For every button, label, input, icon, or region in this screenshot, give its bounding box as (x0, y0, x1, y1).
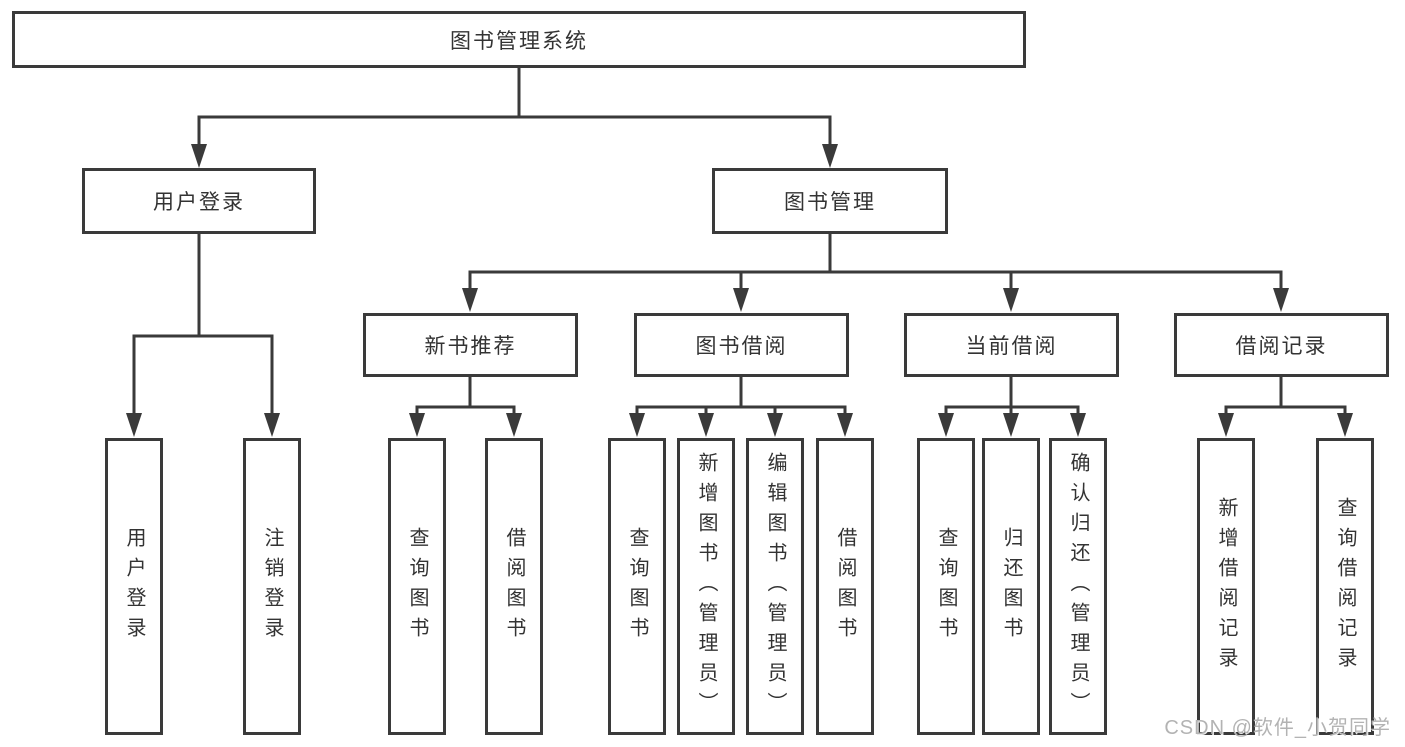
leaf-edit-book-admin: 编辑图书（管理员） (746, 438, 804, 735)
node-book-borrowing: 图书借阅 (634, 313, 849, 377)
leaf-query-borrow-record: 查询借阅记录 (1316, 438, 1374, 735)
leaf-borrow-books-borrowing: 借阅图书 (816, 438, 874, 735)
leaf-add-borrow-record: 新增借阅记录 (1197, 438, 1255, 735)
leaf-confirm-return-admin: 确认归还（管理员） (1049, 438, 1107, 735)
leaf-logout: 注销登录 (243, 438, 301, 735)
leaf-return-book: 归还图书 (982, 438, 1040, 735)
node-library-system: 图书管理系统 (12, 11, 1026, 68)
leaf-query-books-current: 查询图书 (917, 438, 975, 735)
leaf-user-login: 用户登录 (105, 438, 163, 735)
leaf-add-book-admin: 新增图书（管理员） (677, 438, 735, 735)
node-current-borrowing: 当前借阅 (904, 313, 1119, 377)
csdn-watermark: CSDN @软件_小贺同学 (1164, 717, 1391, 739)
node-borrowing-records: 借阅记录 (1174, 313, 1389, 377)
node-user-login: 用户登录 (82, 168, 316, 234)
leaf-query-books-recommend: 查询图书 (388, 438, 446, 735)
node-book-management: 图书管理 (712, 168, 948, 234)
node-new-book-recommendation: 新书推荐 (363, 313, 578, 377)
leaf-borrow-books-recommend: 借阅图书 (485, 438, 543, 735)
leaf-query-books-borrowing: 查询图书 (608, 438, 666, 735)
